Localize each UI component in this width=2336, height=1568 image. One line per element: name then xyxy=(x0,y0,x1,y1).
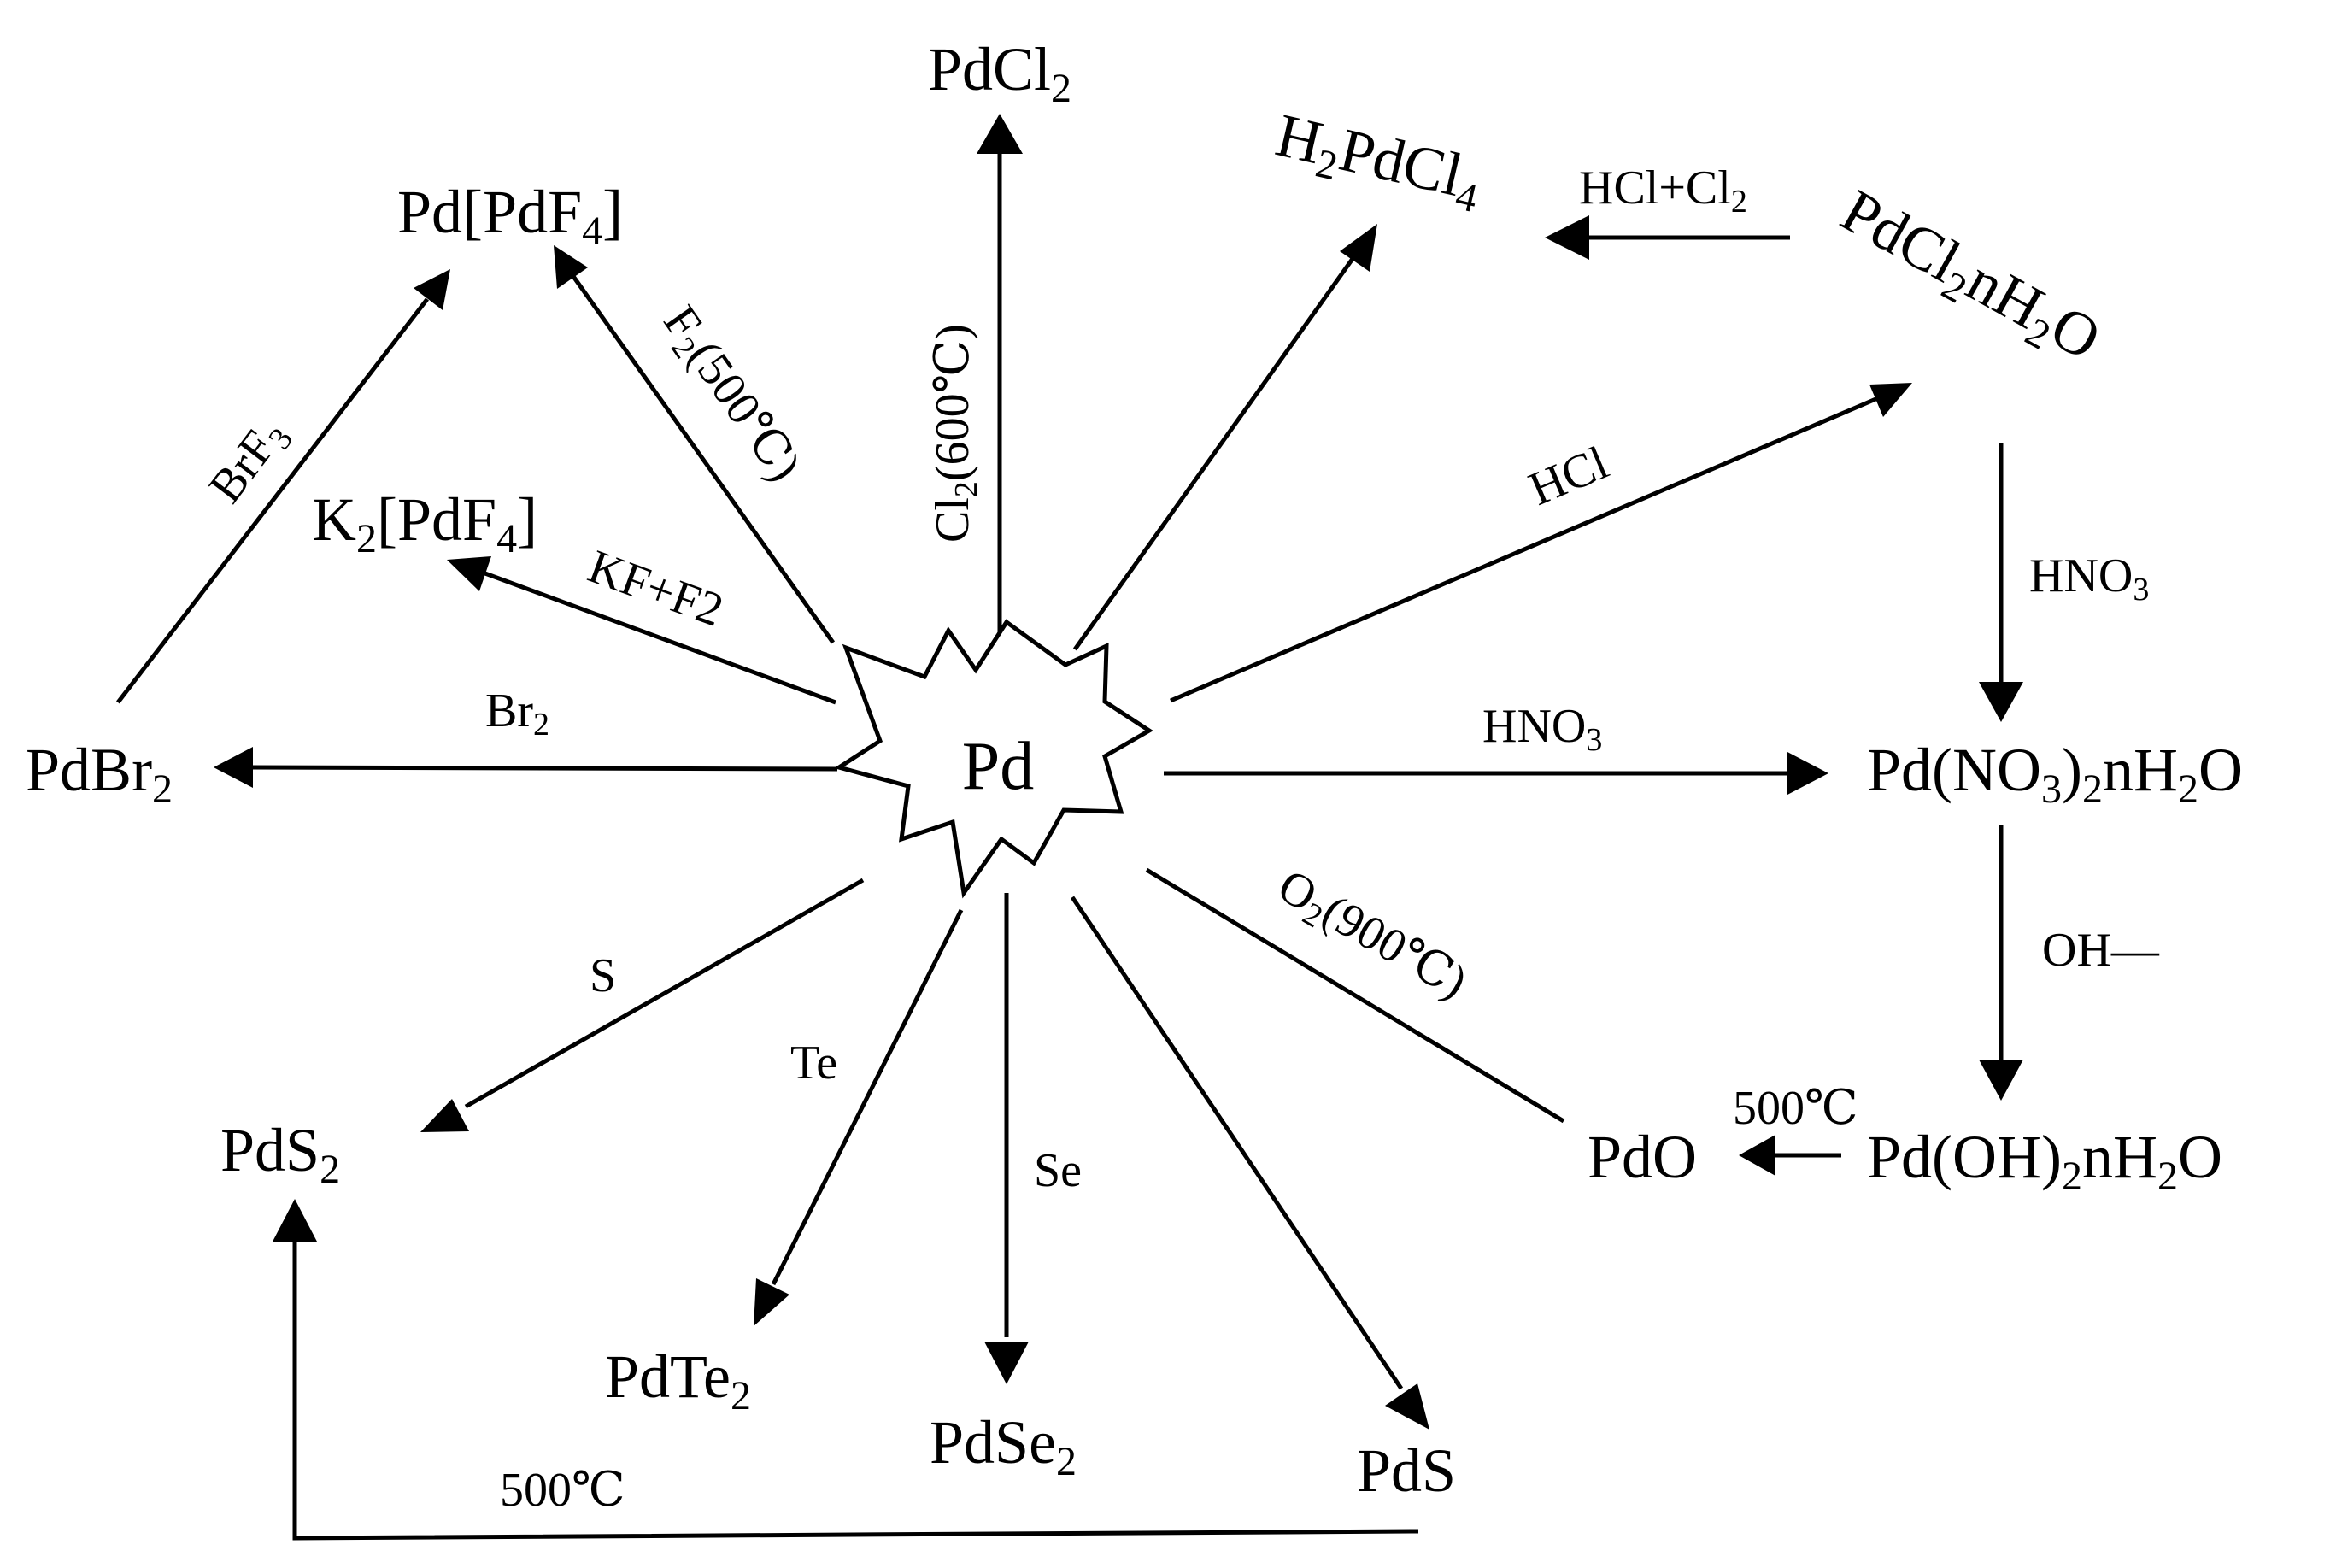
reagent-cl2-600: Cl2(600℃) xyxy=(926,324,984,543)
compound-pdcl2: PdCl2 xyxy=(928,35,1071,111)
compound-pds2: PdS2 xyxy=(220,1116,340,1192)
compound-pdno32-hydrate: Pd(NO3)2nH2O xyxy=(1867,736,2243,812)
reagent-se: Se xyxy=(1034,1144,1082,1197)
reagent-brf3: BrF3 xyxy=(199,408,300,516)
arrowhead-pdoh2-hydrate xyxy=(1979,1060,2023,1101)
reagent-br2: Br2 xyxy=(485,684,549,743)
compound-pds: PdS xyxy=(1357,1436,1456,1505)
arrow-pd-pdcl2-hydrate xyxy=(1170,395,1881,703)
reagents: Cl2(600℃) F2(500℃) BrF3 KF+F2 Br2 HCl HC… xyxy=(199,161,2160,1517)
arrowhead-pdpdf4-from-pdbr2 xyxy=(414,269,450,310)
compound-pdo: PdO xyxy=(1588,1123,1697,1191)
arrow-pdbr2-pdpdf4 xyxy=(116,297,429,704)
reagent-oh: OH— xyxy=(2042,924,2160,977)
arrow-pd-pdpdf4 xyxy=(570,273,836,644)
compounds: PdCl2 H2PdCl4 Pd[PdF4] K2[PdF4] PdBr2 Pd… xyxy=(26,35,2243,1505)
arrowhead-pdbr2 xyxy=(214,747,253,788)
reagent-f2-500: F2(500℃) xyxy=(649,297,811,494)
arrows xyxy=(116,150,2004,1541)
reagent-s: S xyxy=(590,949,616,1002)
arrow-pds-pds2 xyxy=(292,1239,1419,1541)
reagent-hno3-center: HNO3 xyxy=(1482,700,1602,758)
arrowhead-pdte2 xyxy=(754,1278,789,1326)
compound-pdse2: PdSe2 xyxy=(930,1408,1077,1484)
arrowhead-pds2-from-pd xyxy=(420,1099,469,1132)
arrowheads xyxy=(214,114,2023,1430)
arrowhead-pds2-from-pds xyxy=(273,1199,317,1242)
reagent-hcl: HCl xyxy=(1522,436,1616,516)
compound-pdte2: PdTe2 xyxy=(605,1342,751,1418)
reagent-hno3-right: HNO3 xyxy=(2029,549,2149,608)
arrowhead-pdno32-hydrate-from-pd xyxy=(1787,752,1828,795)
arrowhead-pdo xyxy=(1739,1135,1775,1176)
reagent-o2-900: O2(900℃) xyxy=(1267,860,1476,1014)
arrowhead-pdcl2 xyxy=(977,114,1023,154)
arrowhead-pdpdf4-from-pd xyxy=(554,245,588,289)
compound-pdoh2-hydrate: Pd(OH)2nH2O xyxy=(1867,1123,2222,1199)
arrowhead-pds xyxy=(1385,1383,1429,1430)
arrow-pd-pdte2 xyxy=(771,908,964,1286)
reagent-kf-f2: KF+F2 xyxy=(582,540,731,637)
arrow-pd-h2pdcl4 xyxy=(1072,255,1357,651)
reagent-500-pds: 500℃ xyxy=(500,1464,625,1517)
arrowhead-h2pdcl4-from-hydrate xyxy=(1545,215,1589,260)
arrow-pd-pdo xyxy=(1145,867,1565,1124)
arrowhead-pdno32-hydrate xyxy=(1979,682,2023,722)
reagent-te: Te xyxy=(790,1037,837,1089)
compound-pdcl2-hydrate: PdCl2nH2O xyxy=(1827,176,2112,380)
arrow-pd-pds xyxy=(1070,896,1404,1390)
arrow-pd-k2pdf4 xyxy=(482,570,836,705)
sub: 2 xyxy=(1051,66,1071,111)
reagent-hcl-cl2: HCl+Cl2 xyxy=(1579,161,1747,220)
arrowhead-k2pdf4 xyxy=(447,556,491,591)
compound-h2pdcl4: H2PdCl4 xyxy=(1268,101,1488,222)
compound-pdpdf4: Pd[PdF4] xyxy=(397,178,623,254)
pd-center-label: Pd xyxy=(962,729,1035,804)
compound-pdbr2: PdBr2 xyxy=(26,736,173,812)
arrow-pd-pdbr2 xyxy=(251,765,838,772)
arrowhead-pdcl2-hydrate xyxy=(1869,383,1912,417)
arrowhead-h2pdcl4 xyxy=(1340,224,1377,272)
compound-k2pdf4: K2[PdF4] xyxy=(312,485,537,561)
arrow-pd-pds2 xyxy=(464,878,865,1109)
arrowhead-pdse2 xyxy=(984,1342,1029,1384)
pd-burst-shape xyxy=(833,619,1153,899)
reagent-500-pdo: 500℃ xyxy=(1733,1082,1858,1135)
